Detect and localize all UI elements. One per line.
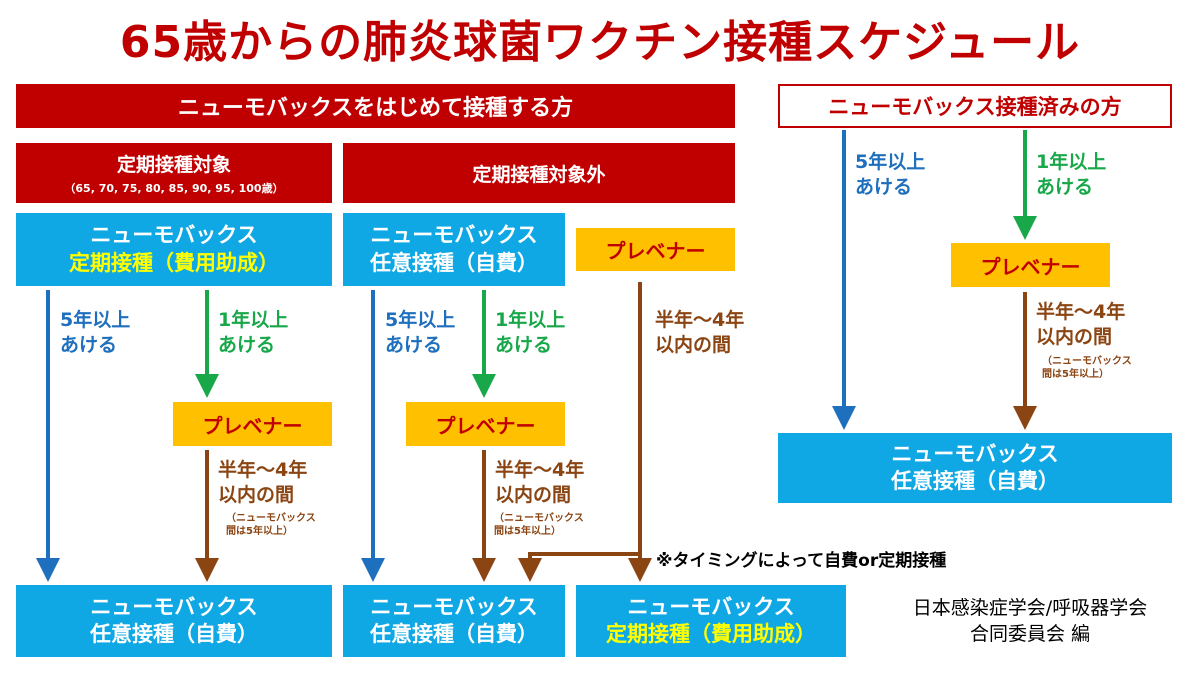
pneumovax-label: ニューモバックス <box>370 594 538 619</box>
arrow-brown-branch <box>518 552 640 582</box>
pneumovax-label: ニューモバックス <box>891 441 1059 466</box>
voluntary-self-label: 任意接種（自費） <box>891 469 1059 493</box>
voluntary-self-label: 任意接種（自費） <box>90 622 258 646</box>
interval-5y-right: 5年以上あける <box>855 151 926 198</box>
pneumovax-label: ニューモバックス <box>90 594 258 619</box>
routine-subsidy-label: 定期接種（費用助成） <box>606 622 816 646</box>
interval-note-right: （ニューモバックス間は5年以上） <box>1042 356 1132 380</box>
pneumovax-routine-box-bottom: ニューモバックス 定期接種（費用助成） <box>576 585 846 657</box>
interval-note-col2: （ニューモバックス間は5年以上） <box>494 513 584 537</box>
interval-5y-col1: 5年以上あける <box>60 309 131 356</box>
timing-note: ※タイミングによって自費or定期接種 <box>656 551 947 571</box>
already-vaccinated-header: ニューモバックス接種済みの方 <box>778 84 1172 128</box>
routine-subsidy-label: 定期接種（費用助成） <box>69 250 279 275</box>
routine-target-box: 定期接種対象 （65, 70, 75, 80, 85, 90, 95, 100歳… <box>16 143 332 203</box>
first-time-header: ニューモバックスをはじめて接種する方 <box>16 84 735 128</box>
interval-half4y-col2: 半年～4年以内の間 <box>495 459 585 506</box>
routine-target-label: 定期接種対象 <box>116 154 231 176</box>
pneumovax-label: ニューモバックス <box>90 223 258 248</box>
voluntary-self-label: 任意接種（自費） <box>370 622 538 646</box>
interval-half4y-col3: 半年～4年以内の間 <box>655 309 745 356</box>
routine-target-ages: （65, 70, 75, 80, 85, 90, 95, 100歳） <box>64 182 284 195</box>
interval-1y-col2: 1年以上あける <box>495 309 566 356</box>
pneumovax-voluntary-box-bottom-1: ニューモバックス 任意接種（自費） <box>16 585 332 657</box>
prevenar-box-3: プレベナー <box>406 402 565 446</box>
interval-1y-col1: 1年以上あける <box>218 309 289 356</box>
voluntary-self-label: 任意接種（自費） <box>370 250 538 275</box>
prevenar-box-1: プレベナー <box>576 228 735 271</box>
pneumovax-voluntary-box-right: ニューモバックス 任意接種（自費） <box>778 433 1172 503</box>
pneumovax-label: ニューモバックス <box>370 223 538 248</box>
prevenar-box-2: プレベナー <box>173 402 332 446</box>
page-title: 65歳からの肺炎球菌ワクチン接種スケジュール <box>119 17 1081 68</box>
pneumovax-routine-box-1: ニューモバックス 定期接種（費用助成） <box>16 213 332 286</box>
pneumovax-voluntary-box-bottom-2: ニューモバックス 任意接種（自費） <box>343 585 565 657</box>
pneumovax-label: ニューモバックス <box>627 594 795 619</box>
non-routine-box: 定期接種対象外 <box>343 143 735 203</box>
credit: 日本感染症学会/呼吸器学会 合同委員会 編 <box>912 597 1148 645</box>
pneumovax-voluntary-box-1: ニューモバックス 任意接種（自費） <box>343 213 565 286</box>
prevenar-box-right: プレベナー <box>951 243 1110 287</box>
interval-half4y-col1: 半年～4年以内の間 <box>218 459 308 506</box>
interval-5y-col2: 5年以上あける <box>385 309 456 356</box>
interval-note-col1: （ニューモバックス間は5年以上） <box>226 513 316 537</box>
interval-half4y-right: 半年～4年以内の間 <box>1036 301 1126 348</box>
interval-1y-right: 1年以上あける <box>1036 151 1107 198</box>
